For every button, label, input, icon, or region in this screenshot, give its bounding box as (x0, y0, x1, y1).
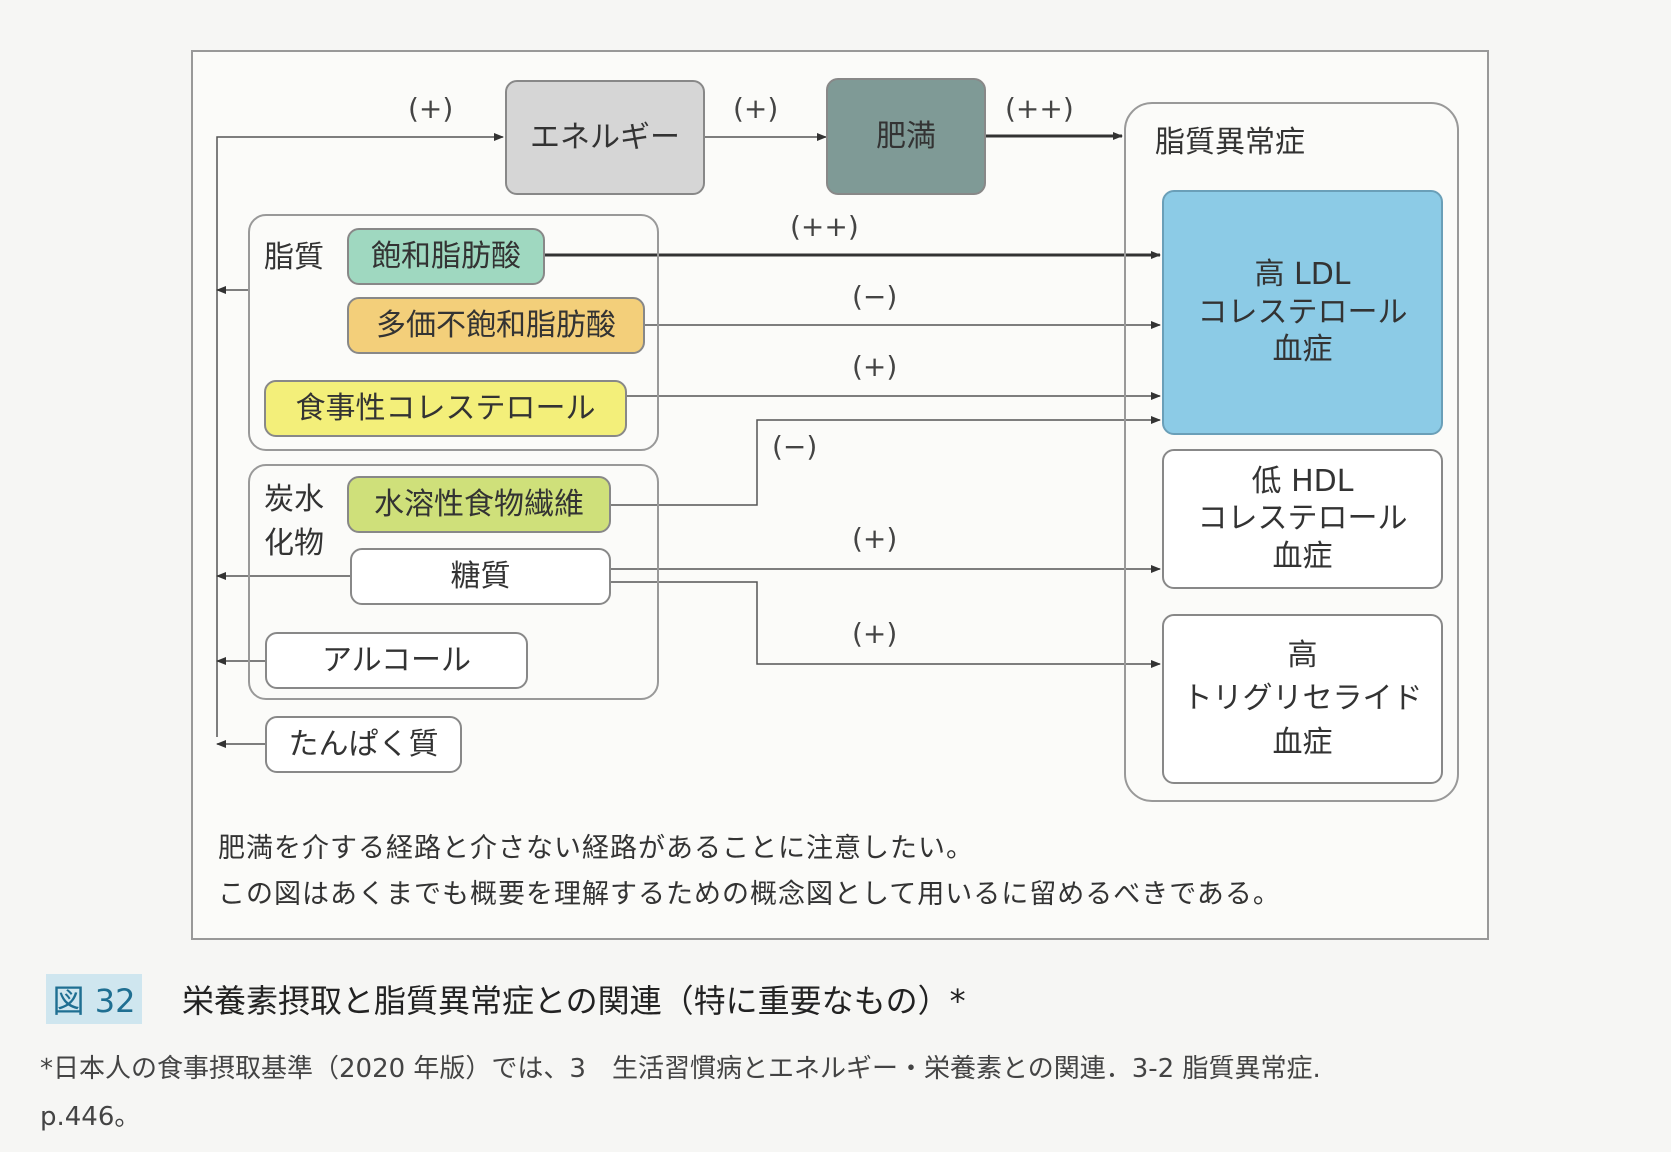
node-pufa: 多価不飽和脂肪酸 (347, 297, 645, 354)
node-high-tg: 高 トリグリセライド 血症 (1162, 614, 1443, 784)
label-fiber-to-ldl: (−) (772, 430, 818, 463)
note-line-2: この図はあくまでも概要を理解するための概念図として用いるに留めるべきである。 (218, 879, 1281, 910)
node-alcohol: アルコール (265, 632, 528, 689)
dyslipidemia-label: 脂質異常症 (1155, 125, 1305, 160)
label-sugar-to-tg: (+) (852, 617, 898, 650)
node-obesity: 肥満 (826, 78, 986, 195)
node-protein: たんぱく質 (265, 716, 462, 773)
node-low-hdl: 低 HDL コレステロール 血症 (1162, 449, 1443, 589)
lipid-group (248, 214, 659, 451)
figure-number: 図 32 (46, 974, 142, 1024)
node-sugar: 糖質 (350, 548, 611, 605)
label-cholesterol-to-ldl: (+) (852, 350, 898, 383)
figure-title: 栄養素摂取と脂質異常症との関連（特に重要なもの）* (182, 982, 966, 1020)
lipid-group-label: 脂質 (264, 240, 324, 275)
label-to-energy: (+) (408, 92, 454, 125)
footnote-line-1: *日本人の食事摂取基準（2020 年版）では、3 生活習慣病とエネルギー・栄養素… (40, 1054, 1321, 1084)
label-energy-to-obesity: (+) (733, 92, 779, 125)
arrow-sugar-to-tg (611, 581, 1161, 668)
node-energy: エネルギー (505, 80, 705, 195)
arrow-to-energy (216, 133, 504, 737)
note-line-1: 肥満を介する経路と介さない経路があることに注意したい。 (218, 833, 974, 864)
label-obesity-to-dyslipidemia: (++) (1005, 92, 1074, 125)
carbohydrate-group-label: 炭水 化物 (264, 482, 324, 561)
label-pufa-to-ldl: (−) (852, 280, 898, 313)
carbohydrate-group (248, 464, 659, 700)
node-dietary-cholesterol: 食事性コレステロール (264, 380, 627, 437)
node-soluble-fiber: 水溶性食物繊維 (347, 476, 611, 533)
footnote-line-2: p.446。 (40, 1102, 141, 1132)
label-sugar-to-hdl: (+) (852, 522, 898, 555)
node-sfa: 飽和脂肪酸 (347, 228, 545, 285)
node-high-ldl: 高 LDL コレステロール 血症 (1162, 190, 1443, 435)
arrow-fiber-to-ldl (611, 416, 1161, 506)
dyslipidemia-group (1124, 102, 1459, 802)
label-sfa-to-ldl: (++) (790, 210, 859, 243)
